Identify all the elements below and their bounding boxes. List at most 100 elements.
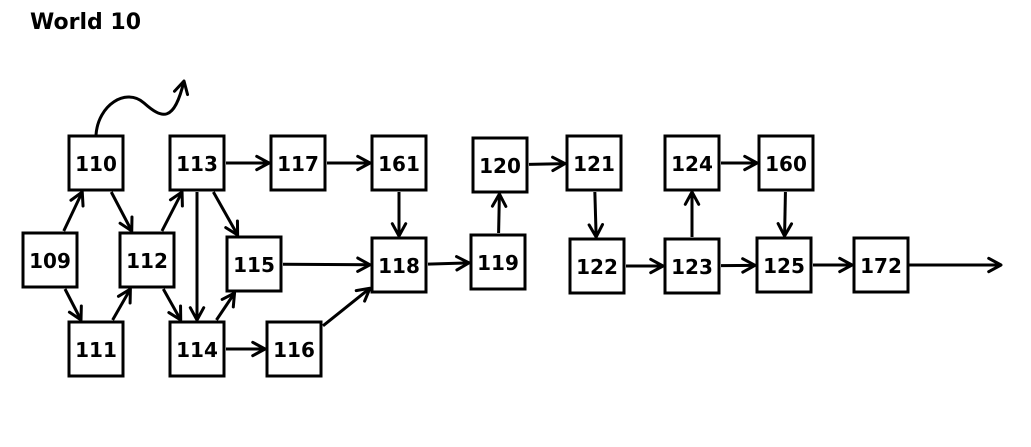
node-122: 122 xyxy=(568,237,626,295)
node-115-label: 115 xyxy=(233,253,275,277)
edge-110-to-112 xyxy=(109,191,134,233)
edge-110-to-112-line xyxy=(109,191,134,232)
edge-123-to-124 xyxy=(683,190,701,237)
edge-109-to-110-line xyxy=(62,191,84,232)
node-111-box xyxy=(67,320,125,378)
edge-112-to-113 xyxy=(160,190,184,232)
node-119: 119 xyxy=(469,233,527,291)
node-112-box xyxy=(118,231,176,289)
edge-114-to-116 xyxy=(226,340,267,358)
node-118-label: 118 xyxy=(378,254,420,278)
node-114-box xyxy=(168,320,226,378)
edge-160-to-125 xyxy=(776,191,794,238)
edge-109-to-111-arrowhead xyxy=(67,304,83,322)
edge-119-to-120 xyxy=(490,192,508,234)
nodes-layer: 110 113 117 161 120 121 124 160 109 112 115 118 119 1… xyxy=(21,134,910,378)
node-120: 120 xyxy=(471,136,529,194)
node-119-box xyxy=(469,233,527,291)
edge-111-to-112-line xyxy=(111,288,132,321)
edge-113-to-115 xyxy=(212,191,240,237)
edge-118-to-119 xyxy=(427,255,471,272)
node-160-label: 160 xyxy=(765,152,807,176)
edge-161-to-118-arrowhead xyxy=(390,222,408,238)
edge-112-to-114-arrowhead xyxy=(167,304,183,322)
edge-115-to-118-line xyxy=(282,262,371,267)
edge-116-to-118 xyxy=(322,286,372,327)
node-123: 123 xyxy=(663,237,721,295)
exit-from-110-arrowhead xyxy=(173,79,190,97)
node-124: 124 xyxy=(663,134,721,192)
edge-125-to-172-arrowhead xyxy=(838,256,854,274)
node-114: 114 xyxy=(168,320,226,378)
node-114-label: 114 xyxy=(176,338,218,362)
node-120-box xyxy=(471,136,529,194)
edge-113-to-114 xyxy=(188,192,206,322)
node-112: 112 xyxy=(118,231,176,289)
edge-109-to-110 xyxy=(62,190,85,232)
edge-113-to-115-line xyxy=(212,191,239,236)
node-109-label: 109 xyxy=(29,249,71,273)
node-124-box xyxy=(663,134,721,192)
edge-114-to-116-arrowhead xyxy=(251,340,267,358)
edge-121-to-122 xyxy=(587,191,605,239)
node-160-box xyxy=(757,134,815,192)
node-110-label: 110 xyxy=(75,152,117,176)
edge-119-to-120-arrowhead xyxy=(490,192,508,208)
exit-from-110-line xyxy=(94,80,186,136)
node-125-label: 125 xyxy=(763,254,805,278)
edge-121-to-122-arrowhead xyxy=(587,223,605,239)
node-117-box xyxy=(269,134,327,192)
edge-120-to-121 xyxy=(528,155,567,173)
edge-120-to-121-line xyxy=(528,162,566,166)
node-109-box xyxy=(21,231,79,289)
edge-113-to-114-arrowhead xyxy=(188,306,206,322)
edge-120-to-121-arrowhead xyxy=(551,155,567,173)
node-122-box xyxy=(568,237,626,295)
node-121-label: 121 xyxy=(573,152,615,176)
edge-109-to-111-line xyxy=(63,288,83,321)
node-125: 125 xyxy=(755,236,813,294)
edge-118-to-119-arrowhead xyxy=(455,255,471,272)
edge-109-to-111 xyxy=(63,288,83,322)
edge-119-to-120-line xyxy=(497,193,501,234)
edge-113-to-117 xyxy=(226,154,271,172)
edge-114-to-115 xyxy=(215,291,237,321)
edge-114-to-115-arrowhead xyxy=(220,291,237,309)
edge-118-to-119-line xyxy=(427,261,470,266)
edge-124-to-160 xyxy=(721,154,759,172)
node-112-label: 112 xyxy=(126,249,168,273)
node-111: 111 xyxy=(67,320,125,378)
node-113-label: 113 xyxy=(176,152,218,176)
exit-from-110 xyxy=(94,79,190,136)
edge-112-to-113-line xyxy=(160,191,184,232)
edge-161-to-118 xyxy=(390,192,408,238)
edge-115-to-118-arrowhead xyxy=(356,256,372,273)
node-121: 121 xyxy=(565,134,623,192)
exit-from-172-arrowhead xyxy=(987,256,1003,274)
node-111-label: 111 xyxy=(75,338,117,362)
diagram-title: World 10 xyxy=(30,10,142,35)
edge-112-to-114 xyxy=(161,288,183,322)
edge-122-to-123-arrowhead xyxy=(649,257,665,275)
exit-from-172 xyxy=(909,256,1003,274)
edge-111-to-112 xyxy=(111,287,132,321)
edge-115-to-118 xyxy=(282,256,372,273)
edge-121-to-122-line xyxy=(593,191,598,238)
edge-109-to-110-arrowhead xyxy=(69,190,85,208)
node-113: 113 xyxy=(168,134,226,192)
node-122-label: 122 xyxy=(576,255,618,279)
edge-114-to-115-line xyxy=(215,292,236,321)
edge-160-to-125-arrowhead xyxy=(776,222,794,238)
node-161-box xyxy=(370,134,428,192)
node-116-label: 116 xyxy=(273,338,315,362)
edge-117-to-161-arrowhead xyxy=(356,154,372,172)
edge-110-to-112-arrowhead xyxy=(118,215,134,233)
node-161-label: 161 xyxy=(378,152,420,176)
edge-122-to-123 xyxy=(626,257,665,275)
node-110-box xyxy=(67,134,125,192)
edge-117-to-161 xyxy=(327,154,372,172)
node-172-box xyxy=(852,236,910,294)
node-160: 160 xyxy=(757,134,815,192)
node-117-label: 117 xyxy=(277,152,319,176)
